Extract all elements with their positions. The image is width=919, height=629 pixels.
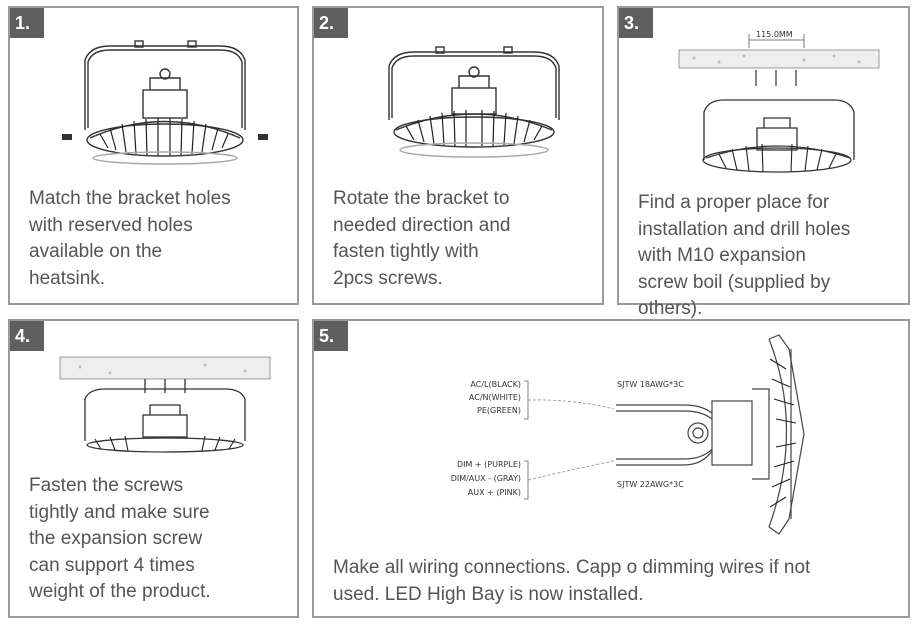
step-5-badge: 5. (314, 321, 348, 351)
power-cable-label: SJTW 18AWG*3C (617, 380, 684, 389)
step-2-badge: 2. (314, 8, 348, 38)
step-5-panel: 5. AC/L(BLACK) AC/N(WHITE) PE(GREEN) SJT… (312, 319, 910, 618)
step-4-badge: 4. (10, 321, 44, 351)
wire-label: AC/L(BLACK) (470, 380, 521, 389)
step-1-illustration (62, 40, 268, 165)
dim-cable-label: SJTW 22AWG*3C (617, 480, 684, 489)
wiring-diagram: AC/L(BLACK) AC/N(WHITE) PE(GREEN) SJTW 1… (451, 334, 805, 535)
wire-label: AC/N(WHITE) (469, 393, 521, 402)
step-5-caption: Make all wiring connections. Capp o dimm… (333, 557, 811, 605)
dimension-label: 115.0MM (756, 30, 793, 39)
step-3-panel: 3. 115.0MM Find a proper place for inst (617, 6, 910, 319)
wire-label: PE(GREEN) (477, 406, 521, 415)
step-2-caption: Rotate the bracket to needed direction a… (333, 188, 511, 289)
wire-label: AUX + (PINK) (468, 488, 521, 497)
step-1-panel: 1. Match the bracket holes with (8, 6, 299, 305)
step-3-caption: Find a proper place for installation and… (638, 192, 851, 319)
step-4-illustration (59, 356, 271, 453)
step-3-illustration: 115.0MM (678, 30, 880, 173)
step-1-badge: 1. (10, 8, 44, 38)
step-2-illustration (388, 46, 560, 158)
step-2-panel: 2. Rotate the bracket to needed directio… (312, 6, 604, 305)
wire-label: DIM + (PURPLE) (457, 460, 521, 469)
wire-label: DIM/AUX - (GRAY) (451, 474, 521, 483)
step-4-caption: Fasten the screws tightly and make sure … (29, 475, 211, 602)
step-4-panel: 4. Fasten the screws tightly and make su… (8, 319, 299, 618)
step-1-caption: Match the bracket holes with reserved ho… (29, 188, 231, 289)
step-3-badge: 3. (619, 8, 653, 38)
